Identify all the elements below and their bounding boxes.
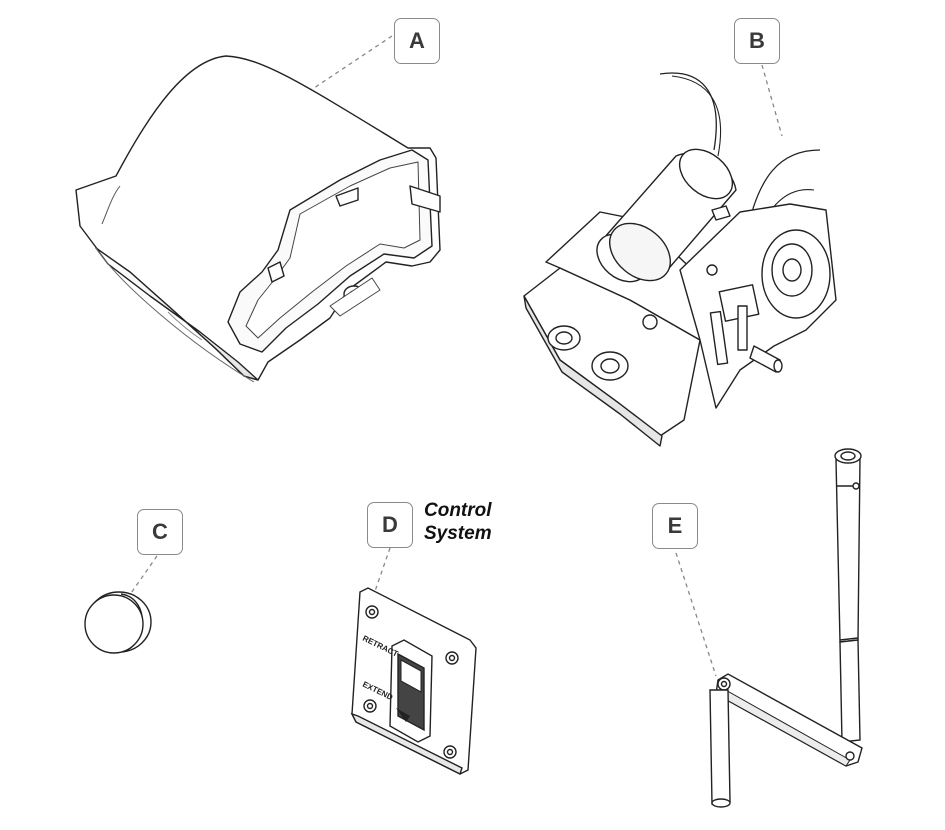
leader-line-d — [373, 547, 391, 595]
motor-gearbox-illustration — [523, 72, 837, 447]
caption-line-2: System — [424, 523, 492, 544]
part-label-a: A — [394, 18, 440, 64]
leader-line-b — [761, 64, 783, 137]
leader-line-a — [307, 35, 393, 93]
leader-line-c — [128, 555, 158, 597]
part-label-b: B — [734, 18, 780, 64]
part-label-d: D — [367, 502, 413, 548]
caption-line-1: Control — [424, 500, 492, 521]
part-label-c: C — [137, 509, 183, 555]
hand-crank-illustration — [709, 448, 863, 808]
control-system-caption: Control System — [424, 499, 492, 545]
end-cap-illustration — [84, 591, 152, 654]
leader-lines — [128, 35, 783, 677]
cover-housing-illustration — [75, 55, 441, 383]
part-label-e: E — [652, 503, 698, 549]
screw-holes — [363, 605, 459, 759]
control-switch-plate-illustration: RETRACT EXTEND — [350, 587, 477, 775]
leader-line-e — [675, 552, 717, 677]
